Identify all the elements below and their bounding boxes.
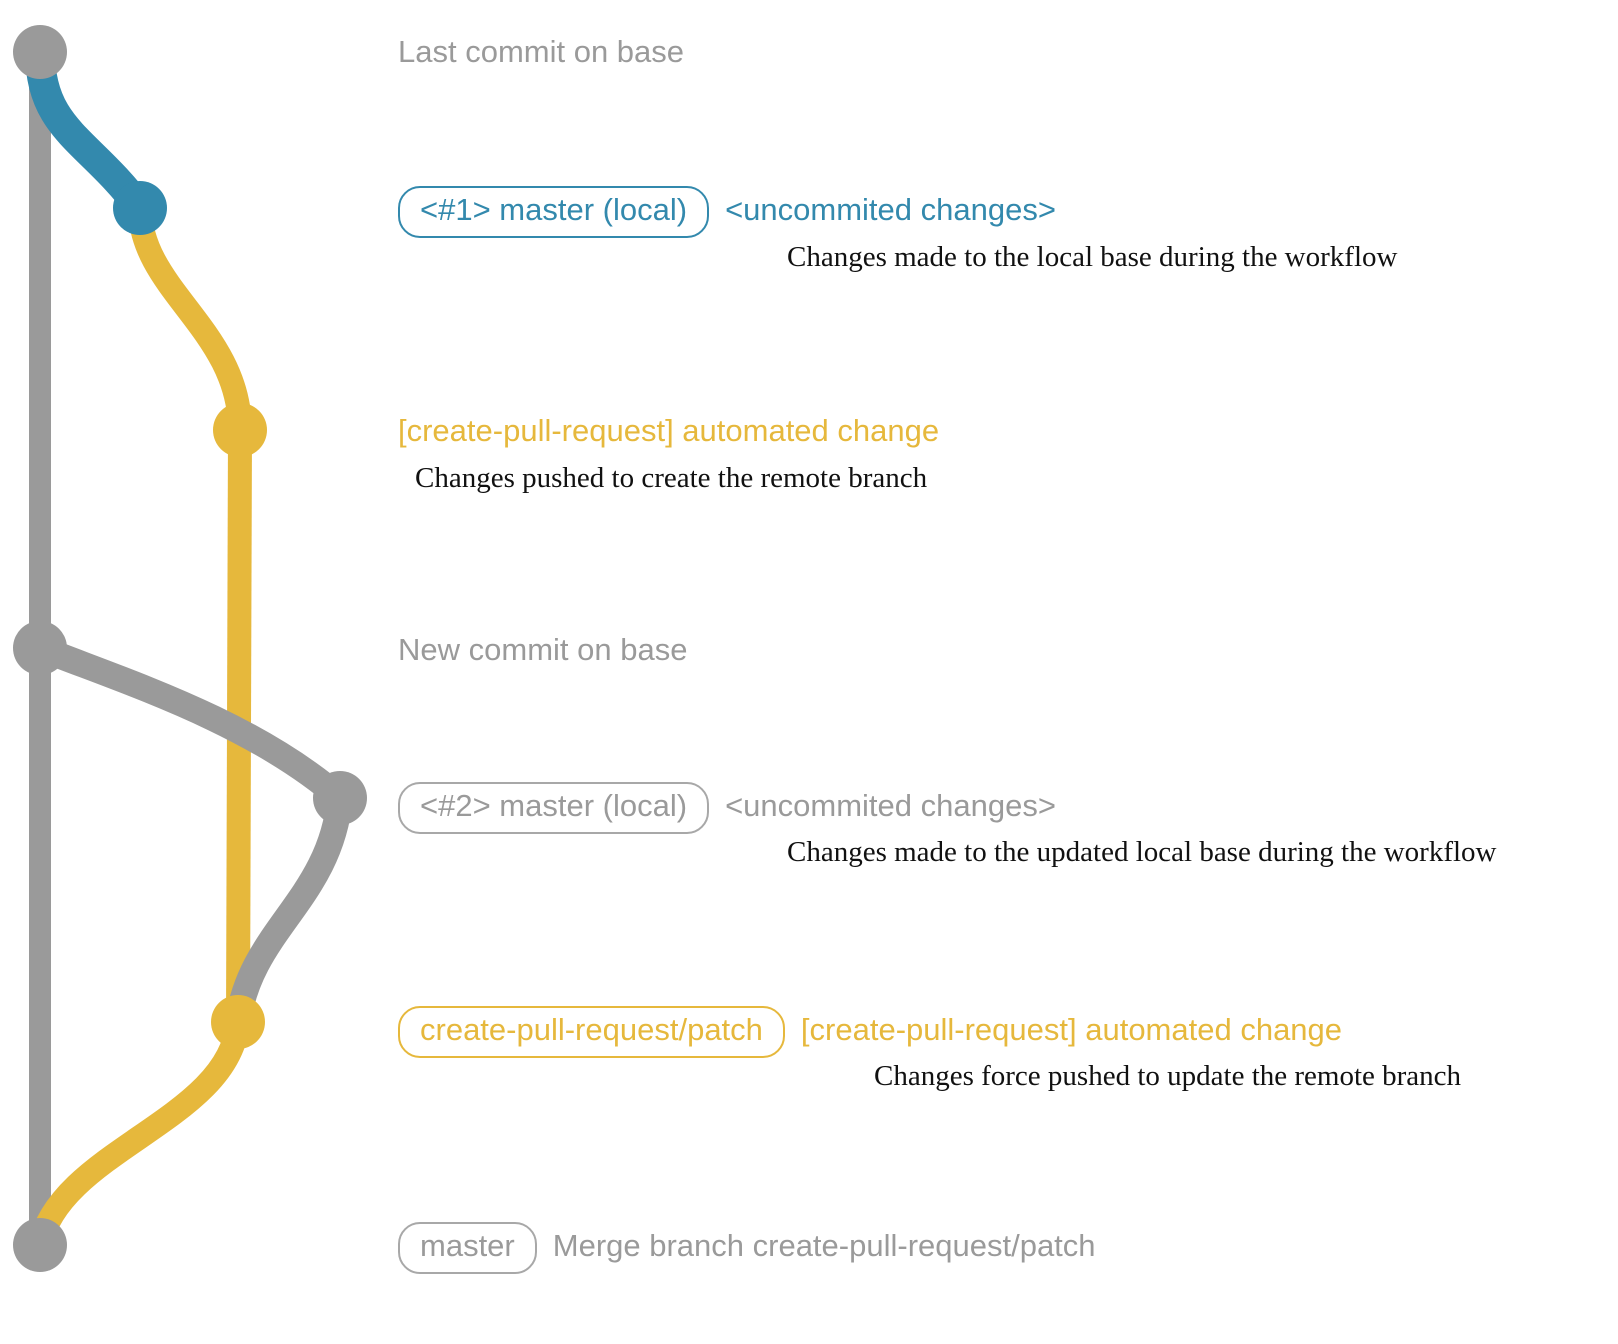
commit-description-local-2: Changes made to the updated local base d…	[787, 836, 1497, 868]
ref-pill-local-2[interactable]: <#2> master (local)	[398, 782, 710, 834]
git-graph	[13, 25, 367, 1272]
commit-subject-merge: Merge branch create-pull-request/patch	[552, 1228, 1096, 1263]
rebase-branch-edge	[27, 635, 353, 811]
entry-patch-1: [create-pull-request] automated change	[398, 413, 939, 449]
patch-branch-edge-1	[128, 196, 252, 442]
commit-node-base-last[interactable]	[13, 25, 67, 79]
commit-subject-local-1: <uncommited changes>	[725, 192, 1056, 227]
commit-node-local-2[interactable]	[313, 771, 367, 825]
entry-local-2: <#2> master (local) <uncommited changes>	[398, 782, 1056, 834]
commit-node-base-merge[interactable]	[13, 1218, 67, 1272]
ref-pill-master[interactable]: master	[398, 1222, 537, 1274]
entry-patch-2: create-pull-request/patch [create-pull-r…	[398, 1006, 1342, 1058]
commit-subject-local-2: <uncommited changes>	[725, 788, 1056, 823]
ref-pill-patch-2[interactable]: create-pull-request/patch	[398, 1006, 785, 1058]
commit-description-local-1: Changes made to the local base during th…	[787, 241, 1398, 273]
commit-description-patch-2: Changes force pushed to update the remot…	[874, 1060, 1462, 1092]
commit-description-patch-1: Changes pushed to create the remote bran…	[415, 462, 928, 494]
heading-new-commit-on-base: New commit on base	[398, 632, 688, 667]
commit-node-local-1[interactable]	[113, 181, 167, 235]
patch-merge-edge	[28, 1010, 250, 1257]
heading-last-commit-on-base: Last commit on base	[398, 34, 685, 69]
commit-node-patch-2[interactable]	[211, 995, 265, 1049]
commit-subject-patch-1: [create-pull-request] automated change	[398, 413, 940, 448]
commit-node-patch-1[interactable]	[213, 403, 267, 457]
ref-pill-local-1[interactable]: <#1> master (local)	[398, 186, 710, 238]
entry-merge: master Merge branch create-pull-request/…	[398, 1222, 1096, 1274]
commit-node-base-new[interactable]	[13, 621, 67, 675]
rebase-to-patch-edge	[225, 785, 353, 1035]
commit-subject-patch-2: [create-pull-request] automated change	[800, 1012, 1343, 1047]
entry-local-1: <#1> master (local) <uncommited changes>	[398, 186, 1056, 238]
